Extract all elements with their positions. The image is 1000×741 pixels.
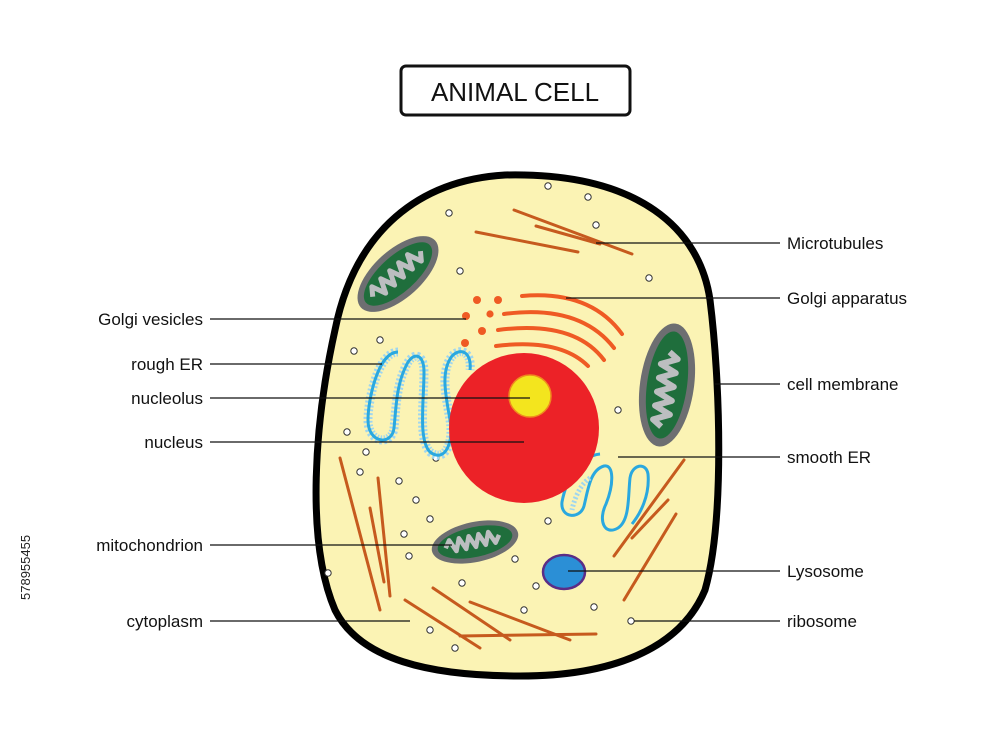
golgi-cisterna	[520, 293, 624, 336]
stock-image-id: 578955455	[18, 535, 33, 600]
microtubule-filament	[403, 598, 482, 650]
ribosome-dot	[376, 336, 384, 344]
mitochondrion-right	[638, 323, 696, 447]
label-golgi-apparatus: Golgi apparatus	[787, 289, 907, 308]
title-box: ANIMAL CELL	[399, 64, 632, 117]
mitochondrion-upper-left	[357, 236, 439, 312]
ribosome-dot	[362, 448, 370, 456]
label-smooth-er: smooth ER	[787, 448, 871, 467]
ribosome-dot	[458, 579, 466, 587]
nucleus	[449, 353, 599, 503]
microtubule-filament	[630, 498, 670, 540]
ribosome-dot	[445, 209, 453, 217]
golgi-vesicle	[461, 339, 469, 347]
ribosome-dot	[350, 347, 358, 355]
label-nucleus: nucleus	[144, 433, 203, 452]
ribosome-dot	[544, 517, 552, 525]
microtubule-filament	[431, 586, 512, 642]
ribosome-dot	[590, 603, 598, 611]
label-cell-membrane: cell membrane	[787, 375, 899, 394]
label-lysosome: Lysosome	[787, 562, 864, 581]
golgi-vesicles	[461, 296, 502, 347]
golgi-vesicle	[462, 312, 470, 320]
ribosome-dot	[614, 406, 622, 414]
label-mitochondrion: mitochondrion	[96, 536, 203, 555]
ribosomes	[324, 182, 653, 652]
ribosome-dot	[451, 644, 459, 652]
label-microtubules: Microtubules	[787, 234, 883, 253]
ribosome-dot	[405, 552, 413, 560]
ribosome-dot	[343, 428, 351, 436]
label-ribosome: ribosome	[787, 612, 857, 631]
label-nucleolus: nucleolus	[131, 389, 203, 408]
microtubule-filament	[376, 476, 392, 598]
ribosome-dot	[511, 555, 519, 563]
ribosome-dot	[426, 626, 434, 634]
lysosome	[541, 553, 587, 591]
golgi-cisterna	[496, 326, 606, 362]
microtubule-filament	[512, 208, 634, 256]
leader-lines	[210, 242, 780, 622]
mitochondrion-bottom	[431, 520, 519, 564]
golgi-vesicle	[486, 310, 494, 318]
microtubule-filament	[622, 512, 678, 602]
golgi-cisterna	[494, 342, 590, 368]
golgi-vesicle	[478, 327, 486, 335]
ribosome-dot	[520, 606, 528, 614]
ribosome-dot	[584, 193, 592, 201]
diagram-title: ANIMAL CELL	[431, 77, 599, 107]
smooth-er	[560, 452, 650, 532]
label-rough-er: rough ER	[131, 355, 203, 374]
rough-er	[363, 347, 475, 460]
golgi-cisterna	[502, 310, 616, 350]
nucleolus	[508, 374, 552, 418]
microtubule-filament	[338, 456, 382, 612]
ribosome-dot	[400, 530, 408, 538]
golgi-vesicle	[494, 296, 502, 304]
ribosome-dot	[412, 496, 420, 504]
ribosome-dot	[426, 515, 434, 523]
label-golgi-vesicles: Golgi vesicles	[98, 310, 203, 329]
microtubule-filament	[534, 224, 602, 246]
ribosome-dot	[324, 569, 332, 577]
ribosome-dot	[356, 468, 364, 476]
label-cytoplasm: cytoplasm	[126, 612, 203, 631]
ribosome-dot	[395, 477, 403, 485]
golgi-vesicle	[473, 296, 481, 304]
microtubule-filament	[612, 458, 686, 558]
ribosome-dot	[544, 182, 552, 190]
ribosome-dot	[592, 221, 600, 229]
ribosome-dot	[627, 617, 635, 625]
microtubule-filament	[474, 230, 580, 254]
ribosome-dot	[532, 582, 540, 590]
ribosome-dot	[456, 267, 464, 275]
ribosome-dot	[645, 274, 653, 282]
golgi-apparatus	[494, 293, 624, 368]
microtubule-filament	[458, 632, 598, 638]
